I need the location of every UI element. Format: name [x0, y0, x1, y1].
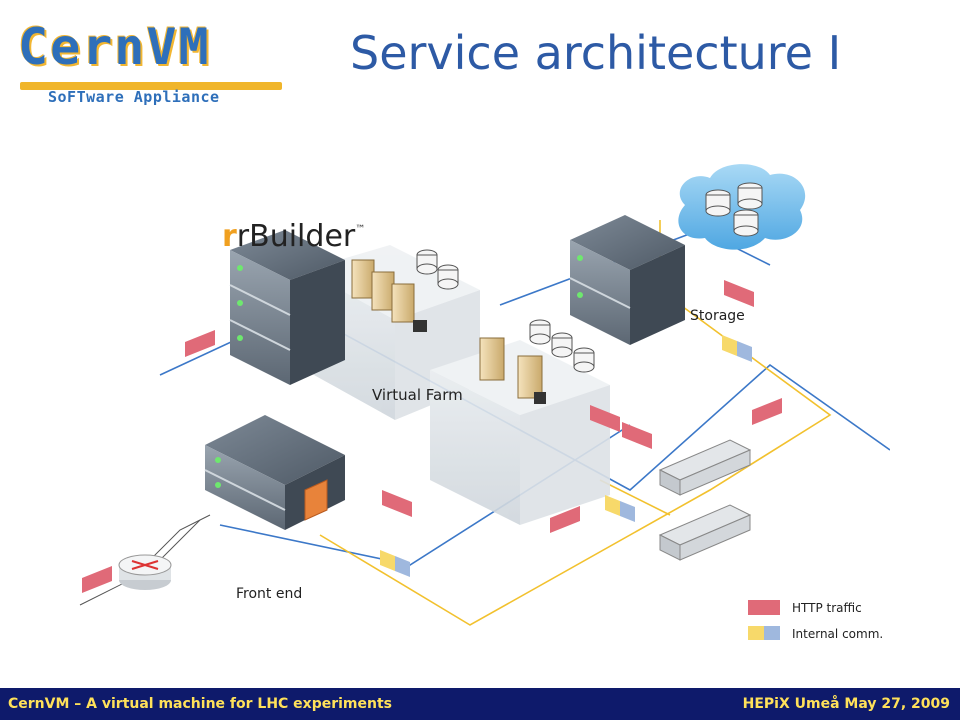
- front-end-label: Front end: [236, 586, 302, 602]
- legend-internal-label: Internal comm.: [792, 627, 883, 640]
- footer-right-text: HEPiX Umeå May 27, 2009: [742, 696, 950, 712]
- architecture-diagram: rrBuilder™ Virtual Farm Storage: [79, 164, 890, 640]
- front-end-server: [204, 415, 345, 530]
- cloud-storage-icon: [678, 164, 806, 250]
- internal-comm-markers: [380, 335, 752, 577]
- database-icon-group-2: [529, 319, 595, 373]
- rbuilder-label: rrBuilder™: [222, 219, 365, 254]
- footer-left-text: CernVM – A virtual machine for LHC exper…: [8, 696, 393, 712]
- logo-bar: [20, 82, 282, 90]
- virtual-farm-label: Virtual Farm: [372, 386, 463, 404]
- storage-server: [569, 215, 685, 345]
- router-icon: [118, 554, 172, 590]
- legend-http-label: HTTP traffic: [792, 601, 862, 615]
- http-traffic-markers: [82, 280, 782, 593]
- footer-bar: CernVM – A virtual machine for LHC exper…: [0, 688, 960, 720]
- network-switch-2: [658, 504, 752, 561]
- legend-http-swatch: [748, 600, 780, 615]
- legend-internal-swatch-blue: [764, 626, 780, 640]
- network-switch-1: [658, 439, 752, 496]
- cernvm-logo: CernVM SoFTware Appliance: [14, 18, 294, 114]
- slide-title: Service architecture I: [350, 26, 842, 80]
- legend-internal-swatch-yellow: [748, 626, 764, 640]
- rbuilder-server: [229, 230, 345, 385]
- uplink-lines: [79, 514, 211, 606]
- logo-main-text: CernVM: [18, 18, 211, 76]
- database-icon-group-1: [416, 249, 459, 290]
- virtual-pc-group-2: [479, 337, 546, 404]
- logo-subtitle: SoFTware Appliance: [48, 88, 220, 106]
- virtual-farm-ghost-servers: [305, 245, 610, 525]
- legend: HTTP traffic Internal comm.: [748, 600, 883, 640]
- storage-label: Storage: [690, 308, 745, 324]
- virtual-pc-group-1: [351, 259, 427, 332]
